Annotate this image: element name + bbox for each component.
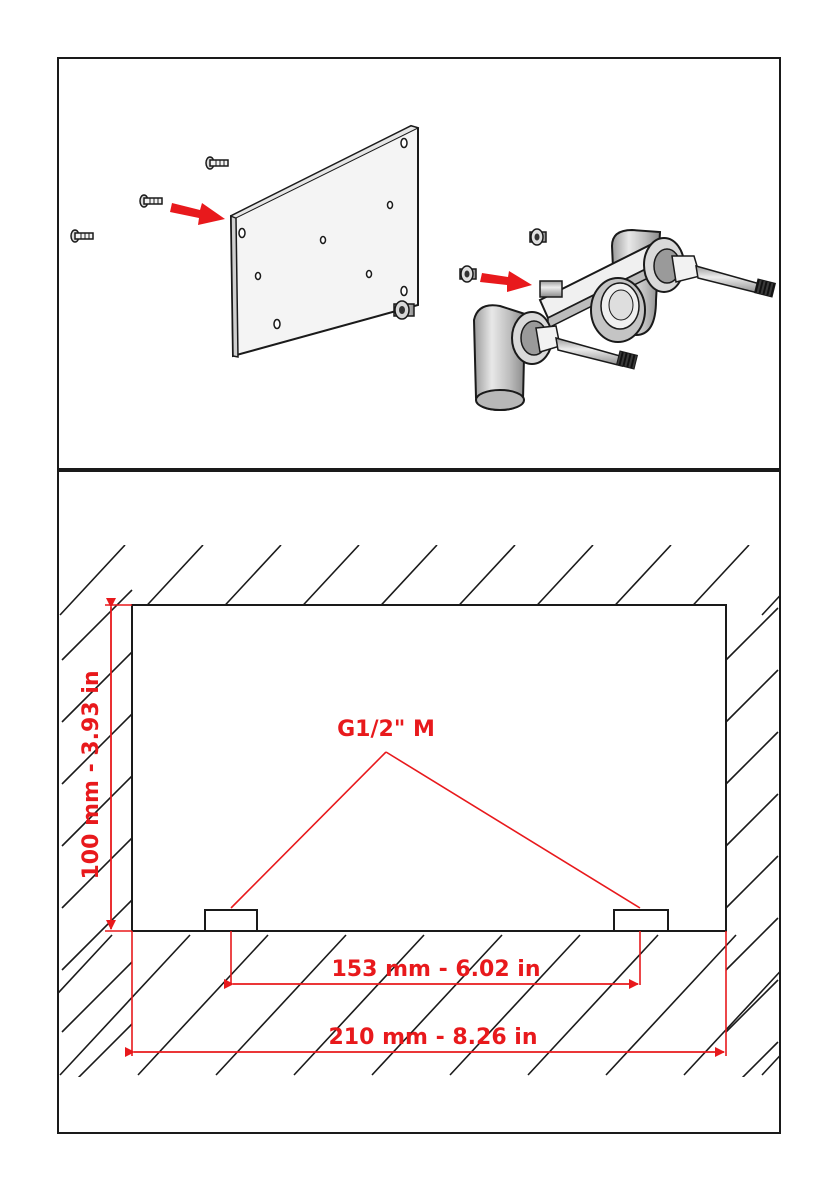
hatch-line — [294, 935, 424, 1075]
wall-recess — [132, 605, 726, 931]
hatch-line — [528, 935, 658, 1075]
hatch-line — [684, 935, 814, 1075]
hatch-line — [726, 856, 778, 908]
arrow-icon — [480, 271, 532, 292]
hatch-line — [726, 1042, 778, 1094]
dim-width-label: 210 mm - 8.26 in — [328, 1025, 537, 1050]
arrow-icon — [170, 203, 225, 225]
hatch-line — [372, 935, 502, 1075]
screw-icon — [140, 195, 162, 207]
hatch-line — [726, 608, 778, 660]
hatch-line — [762, 545, 827, 615]
hatch-line — [450, 935, 580, 1075]
hatch-line — [60, 935, 190, 1075]
hatch-line — [62, 900, 132, 970]
hatch-line — [0, 545, 47, 615]
exploded-view — [71, 126, 775, 410]
screw-icon — [206, 157, 228, 169]
hatch-line — [0, 935, 34, 1075]
spacer-nut-icon — [530, 229, 546, 245]
valve-body — [474, 230, 775, 410]
screw-icon — [71, 230, 93, 242]
dim-spacing-label: 153 mm - 6.02 in — [331, 957, 540, 982]
hatch-line — [762, 935, 840, 1075]
spacer-nut-icon — [460, 266, 476, 282]
hatch-line — [726, 794, 778, 846]
hatch-line — [606, 935, 736, 1075]
hatch-line — [216, 935, 346, 1075]
hatch-line — [0, 935, 112, 1075]
hatch-line — [726, 670, 778, 722]
outlet-thread-label: G1/2" M — [337, 717, 435, 742]
outlet-right — [614, 910, 668, 931]
hatch-line — [138, 935, 268, 1075]
hatch-line — [726, 918, 778, 970]
spacer-nut-icon — [394, 301, 414, 319]
hatch-line — [726, 980, 778, 1032]
mounting-plate — [231, 126, 418, 357]
dim-height-label: 100 mm - 3.93 in — [79, 670, 104, 879]
hatch-line — [726, 732, 778, 784]
hatch-line — [62, 962, 132, 1032]
outlet-left — [205, 910, 257, 931]
